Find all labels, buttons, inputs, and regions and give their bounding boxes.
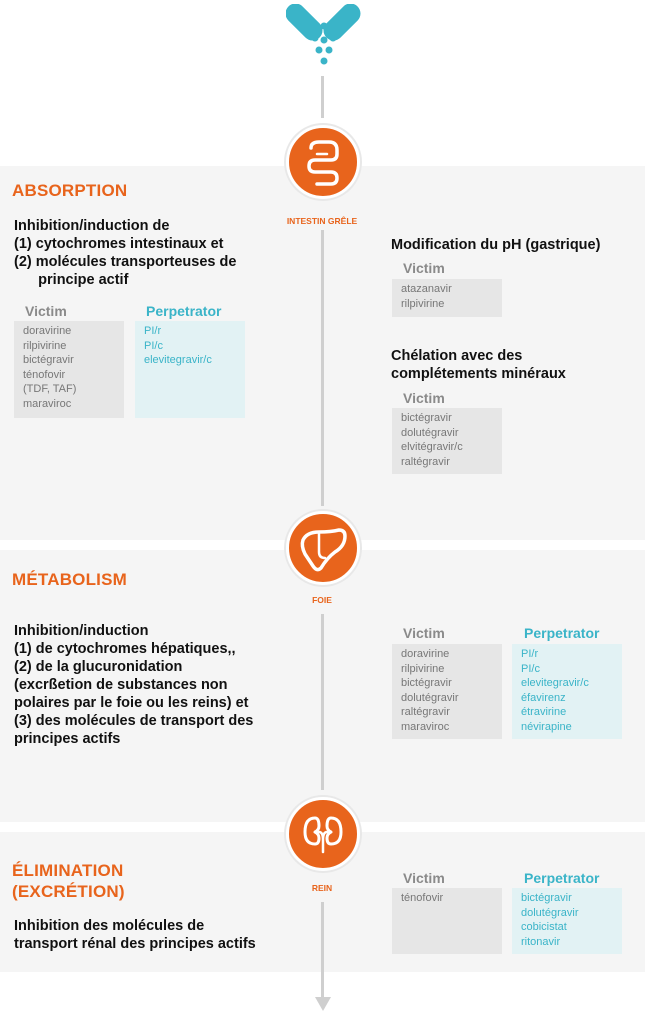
list-item: (TDF, TAF) — [23, 383, 77, 395]
list-item: (excrßetion de substances non — [14, 677, 228, 693]
list-item: PI/r — [521, 648, 539, 660]
section-title-metabolism: MÉTABOLISM — [12, 570, 128, 589]
list-item: maraviroc — [401, 720, 450, 733]
list-item: raltégravir — [401, 455, 450, 468]
victim-list: ténofovir — [392, 888, 502, 954]
organ-label-kidney: REIN — [311, 883, 333, 893]
list-item: (2) de la glucuronidation — [14, 659, 183, 675]
victim-list: doravirine rilpivirine bictégravir dolut… — [392, 644, 502, 739]
list-item: ténofovir — [23, 368, 66, 381]
timeline-line — [321, 76, 324, 118]
list-item: éfavirenz — [521, 691, 566, 704]
list-item: ritonavir — [521, 935, 561, 948]
kidney-circle — [286, 797, 360, 871]
list-item: complétements minéraux — [391, 366, 566, 382]
list-item: polaires par le foie ou les reins) et — [14, 695, 249, 711]
list-item: bictégravir — [23, 354, 74, 366]
section-title-absorption: ABSORPTION — [12, 181, 128, 200]
timeline-line — [321, 230, 324, 506]
list-item: dolutégravir — [401, 691, 459, 704]
list-item: transport rénal des principes actifs — [14, 936, 256, 952]
kidneys-icon — [303, 816, 343, 854]
chelation-victim-list: bictégravir dolutégravir elvitégravir/c … — [392, 408, 502, 474]
list-item: ténofovir — [401, 892, 444, 904]
list-item: Inhibition/induction — [14, 623, 149, 639]
liver-icon — [300, 528, 347, 572]
list-item: principe actif — [14, 272, 129, 288]
victim-heading: Victim — [403, 625, 445, 641]
timeline-line — [321, 614, 324, 790]
list-item: rilpivirine — [23, 339, 67, 352]
list-item: dolutégravir — [401, 426, 459, 439]
list-item: (3) des molécules de transport des — [14, 713, 254, 729]
list-item: doravirine — [23, 325, 72, 337]
ph-victim-heading: Victim — [403, 260, 445, 276]
list-item: PI/r — [144, 325, 162, 337]
list-item: Inhibition des molécules de — [14, 918, 205, 934]
ph-title: Modification du pH (gastrique) — [391, 237, 601, 253]
ph-victim-list: atazanavir rilpivirine — [392, 279, 502, 317]
perpetrator-heading: Perpetrator — [146, 303, 222, 319]
list-item: maraviroc — [23, 397, 72, 410]
elimination-description: Inhibition des molécules de transport ré… — [14, 917, 256, 953]
list-item: dolutégravir — [521, 906, 579, 919]
chelation-victim-heading: Victim — [403, 390, 445, 406]
list-item: atazanavir — [401, 283, 452, 295]
victim-heading: Victim — [403, 870, 445, 886]
timeline-arrow-icon — [315, 997, 331, 1011]
list-item: rilpivirine — [401, 662, 445, 675]
intestine-circle — [286, 125, 360, 199]
list-item: raltégravir — [401, 706, 450, 718]
liver-circle — [286, 511, 360, 585]
list-item: rilpivirine — [401, 297, 445, 310]
timeline-line — [321, 902, 324, 998]
list-item: (1) de cytochromes hépatiques,, — [14, 641, 236, 657]
organ-label-intestine: INTESTIN GRÊLE — [286, 216, 358, 226]
list-item: bictégravir — [401, 412, 452, 424]
victim-heading: Victim — [25, 303, 67, 319]
list-item: névirapine — [521, 720, 572, 733]
list-item: (2) molécules transporteuses de — [14, 254, 237, 270]
list-item: bictégravir — [521, 892, 572, 904]
list-item: elevitegravir/c — [144, 354, 212, 366]
list-item: PI/c — [521, 662, 540, 675]
list-item: ÉLIMINATION — [12, 861, 124, 880]
list-item: principes actifs — [14, 731, 121, 747]
section-title-elimination: ÉLIMINATION (EXCRÉTION) — [12, 860, 125, 902]
list-item: Chélation avec des — [391, 348, 523, 364]
list-item: étravirine — [521, 706, 567, 718]
list-item: elvitégravir/c — [401, 441, 463, 453]
victim-list: doravirine rilpivirine bictégravir ténof… — [14, 321, 124, 418]
list-item: PI/c — [144, 339, 163, 352]
list-item: cobicistat — [521, 921, 567, 933]
perpetrator-list: bictégravir dolutégravir cobicistat rito… — [512, 888, 622, 954]
list-item: bictégravir — [401, 677, 452, 689]
list-item: Inhibition/induction de — [14, 218, 170, 234]
perpetrator-list: PI/r PI/c elevitegravir/c — [135, 321, 245, 418]
absorption-description: Inhibition/induction de (1) cytochromes … — [14, 217, 236, 289]
organ-label-liver: FOIE — [312, 595, 332, 605]
list-item: (1) cytochromes intestinaux et — [14, 236, 224, 252]
list-item: (EXCRÉTION) — [12, 882, 125, 901]
perpetrator-heading: Perpetrator — [524, 870, 600, 886]
perpetrator-list: PI/r PI/c elevitegravir/c éfavirenz étra… — [512, 644, 622, 739]
small-intestine-icon — [307, 140, 339, 186]
list-item: doravirine — [401, 648, 450, 660]
metabolism-description: Inhibition/induction (1) de cytochromes … — [14, 622, 253, 748]
perpetrator-heading: Perpetrator — [524, 625, 600, 641]
list-item: elevitegravir/c — [521, 677, 589, 689]
chelation-title: Chélation avec des complétements minérau… — [391, 347, 566, 383]
pill-capsule-icon — [286, 4, 361, 65]
